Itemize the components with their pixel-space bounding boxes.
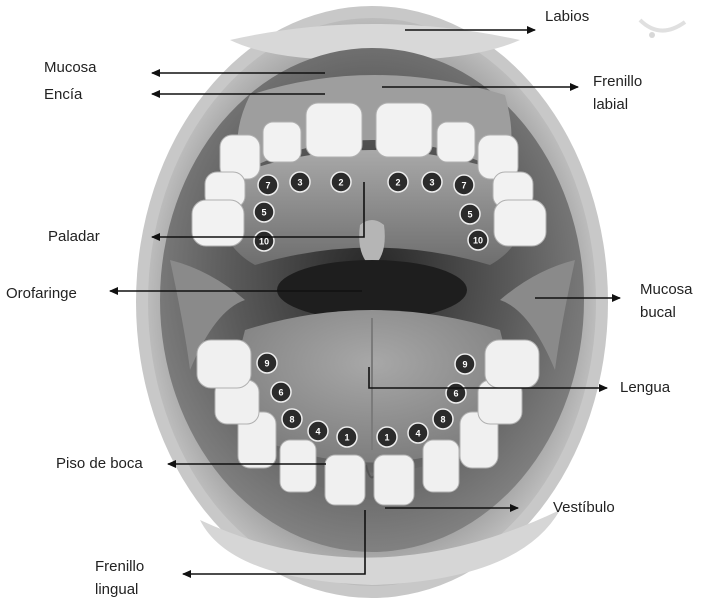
label-paladar: Paladar xyxy=(48,226,100,248)
svg-text:7: 7 xyxy=(461,181,466,191)
tooth-badge-ll-8: 8 xyxy=(282,409,302,429)
svg-text:2: 2 xyxy=(338,178,343,188)
tooth-badge-lr-8: 8 xyxy=(433,409,453,429)
tooth-badge-ur-2: 2 xyxy=(388,172,408,192)
svg-text:4: 4 xyxy=(415,429,420,439)
svg-text:3: 3 xyxy=(429,178,434,188)
label-lengua: Lengua xyxy=(620,377,670,399)
label-vestibulo: Vestíbulo xyxy=(553,497,615,519)
tooth-badge-lr-1: 1 xyxy=(377,427,397,447)
label-frenillo-lingual-2: lingual xyxy=(95,579,138,601)
tooth-badge-lr-4: 4 xyxy=(408,423,428,443)
tooth-badge-ul-5: 5 xyxy=(254,202,274,222)
svg-text:4: 4 xyxy=(315,427,320,437)
label-piso-de-boca: Piso de boca xyxy=(56,453,143,475)
svg-text:8: 8 xyxy=(440,415,445,425)
svg-text:6: 6 xyxy=(278,388,283,398)
svg-text:2: 2 xyxy=(395,178,400,188)
corner-decoration xyxy=(640,20,685,38)
svg-text:6: 6 xyxy=(453,389,458,399)
tooth-badge-ur-10: 10 xyxy=(468,230,488,250)
tooth-badge-lr-9: 9 xyxy=(455,354,475,374)
tooth-badge-ll-1: 1 xyxy=(337,427,357,447)
tooth-badge-lr-6: 6 xyxy=(446,383,466,403)
label-encia: Encía xyxy=(44,84,82,106)
label-mucosa-bucal-1: Mucosa xyxy=(640,279,693,301)
label-labios: Labios xyxy=(545,6,589,28)
tooth-badge-ur-3: 3 xyxy=(422,172,442,192)
tooth-badge-ur-5: 5 xyxy=(460,204,480,224)
svg-text:1: 1 xyxy=(344,433,349,443)
label-mucosa-bucal-2: bucal xyxy=(640,302,676,324)
tooth-badge-ul-10: 10 xyxy=(254,231,274,251)
label-frenillo-labial-1: Frenillo xyxy=(593,71,642,93)
tooth-badge-ul-3: 3 xyxy=(290,172,310,192)
tooth-badge-ur-7: 7 xyxy=(454,175,474,195)
svg-text:7: 7 xyxy=(265,181,270,191)
label-frenillo-lingual-1: Frenillo xyxy=(95,556,144,578)
svg-text:10: 10 xyxy=(259,237,269,247)
label-mucosa: Mucosa xyxy=(44,57,97,79)
svg-text:10: 10 xyxy=(473,236,483,246)
svg-text:5: 5 xyxy=(261,208,266,218)
svg-text:5: 5 xyxy=(467,210,472,220)
label-frenillo-labial-2: labial xyxy=(593,94,628,116)
tooth-badge-ll-4: 4 xyxy=(308,421,328,441)
svg-text:9: 9 xyxy=(462,360,467,370)
label-orofaringe: Orofaringe xyxy=(6,283,77,305)
svg-text:8: 8 xyxy=(289,415,294,425)
tooth-badge-ll-6: 6 xyxy=(271,382,291,402)
tooth-badge-ul-7: 7 xyxy=(258,175,278,195)
svg-text:1: 1 xyxy=(384,433,389,443)
tooth-badge-ll-9: 9 xyxy=(257,353,277,373)
tooth-badge-ul-2: 2 xyxy=(331,172,351,192)
svg-text:3: 3 xyxy=(297,178,302,188)
mouth-interior xyxy=(160,48,584,552)
svg-text:9: 9 xyxy=(264,359,269,369)
